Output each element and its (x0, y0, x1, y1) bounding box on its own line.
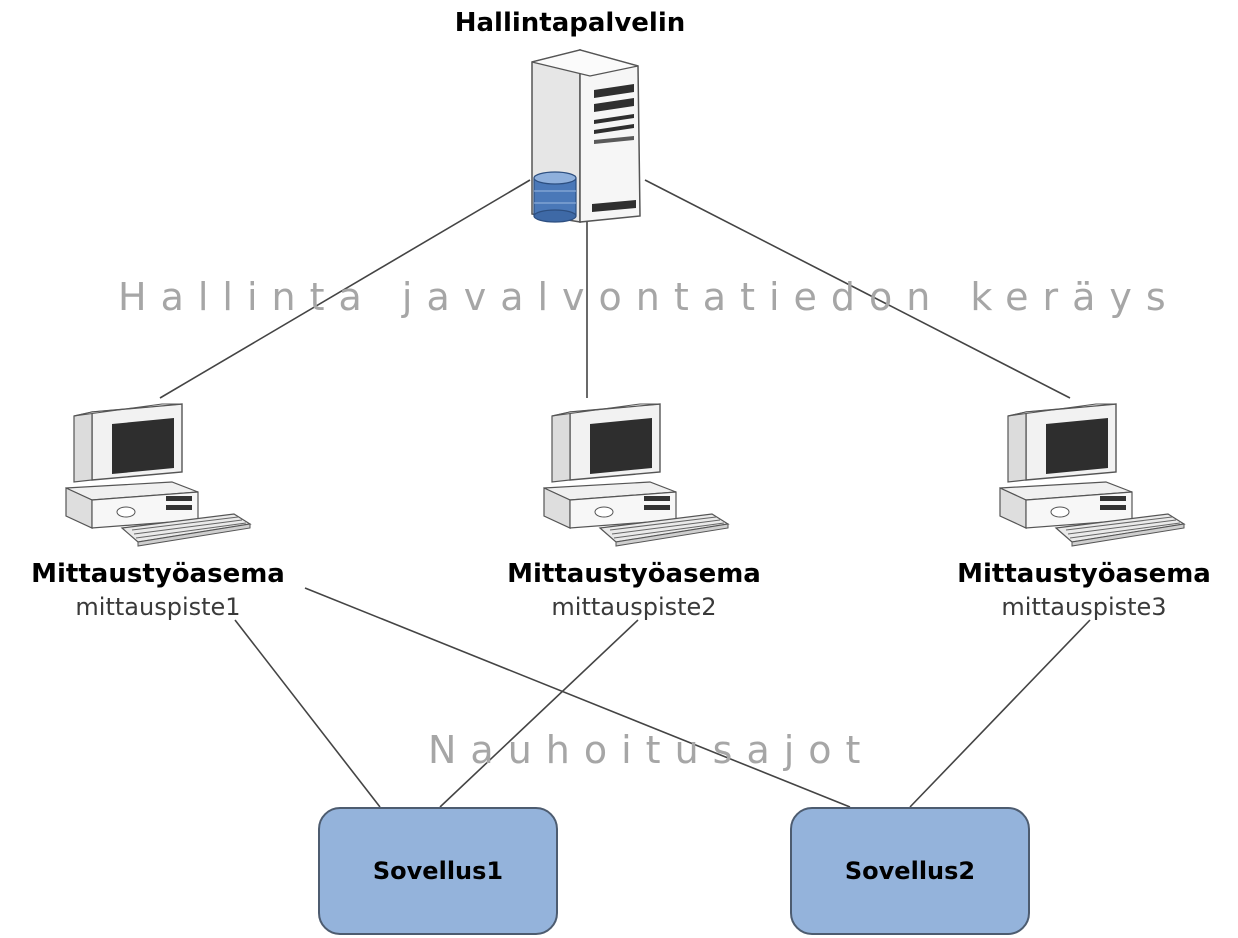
application-label: Sovellus1 (372, 857, 504, 885)
application-box-2: Sovellus2 (790, 807, 1030, 935)
workstation-icon (999, 403, 1186, 547)
management-band-label: Hallinta javalvontatiedon keräys (118, 275, 1180, 319)
link-ws1-app1 (234, 619, 381, 808)
workstation-icon (65, 403, 252, 547)
workstation-2-name: mittauspiste2 (551, 593, 717, 621)
server-title: Hallintapalvelin (454, 8, 686, 38)
link-ws3-app2 (909, 619, 1091, 808)
recording-band-label: Nauhoitusajot (428, 728, 875, 772)
application-label: Sovellus2 (844, 857, 976, 885)
workstation-icon (543, 403, 730, 547)
workstation-3-name: mittauspiste3 (1001, 593, 1167, 621)
workstation-1-title: Mittaustyöasema (31, 559, 285, 589)
link-server-ws3 (644, 179, 1071, 399)
workstation-1-name: mittauspiste1 (75, 593, 241, 621)
link-server-ws1 (159, 179, 531, 399)
server-icon (531, 49, 641, 223)
workstation-2-title: Mittaustyöasema (507, 559, 761, 589)
workstation-3-title: Mittaustyöasema (957, 559, 1211, 589)
database-icon (533, 171, 577, 223)
link-ws1-app2 (304, 587, 851, 808)
link-ws2-app1 (439, 619, 639, 808)
application-box-1: Sovellus1 (318, 807, 558, 935)
